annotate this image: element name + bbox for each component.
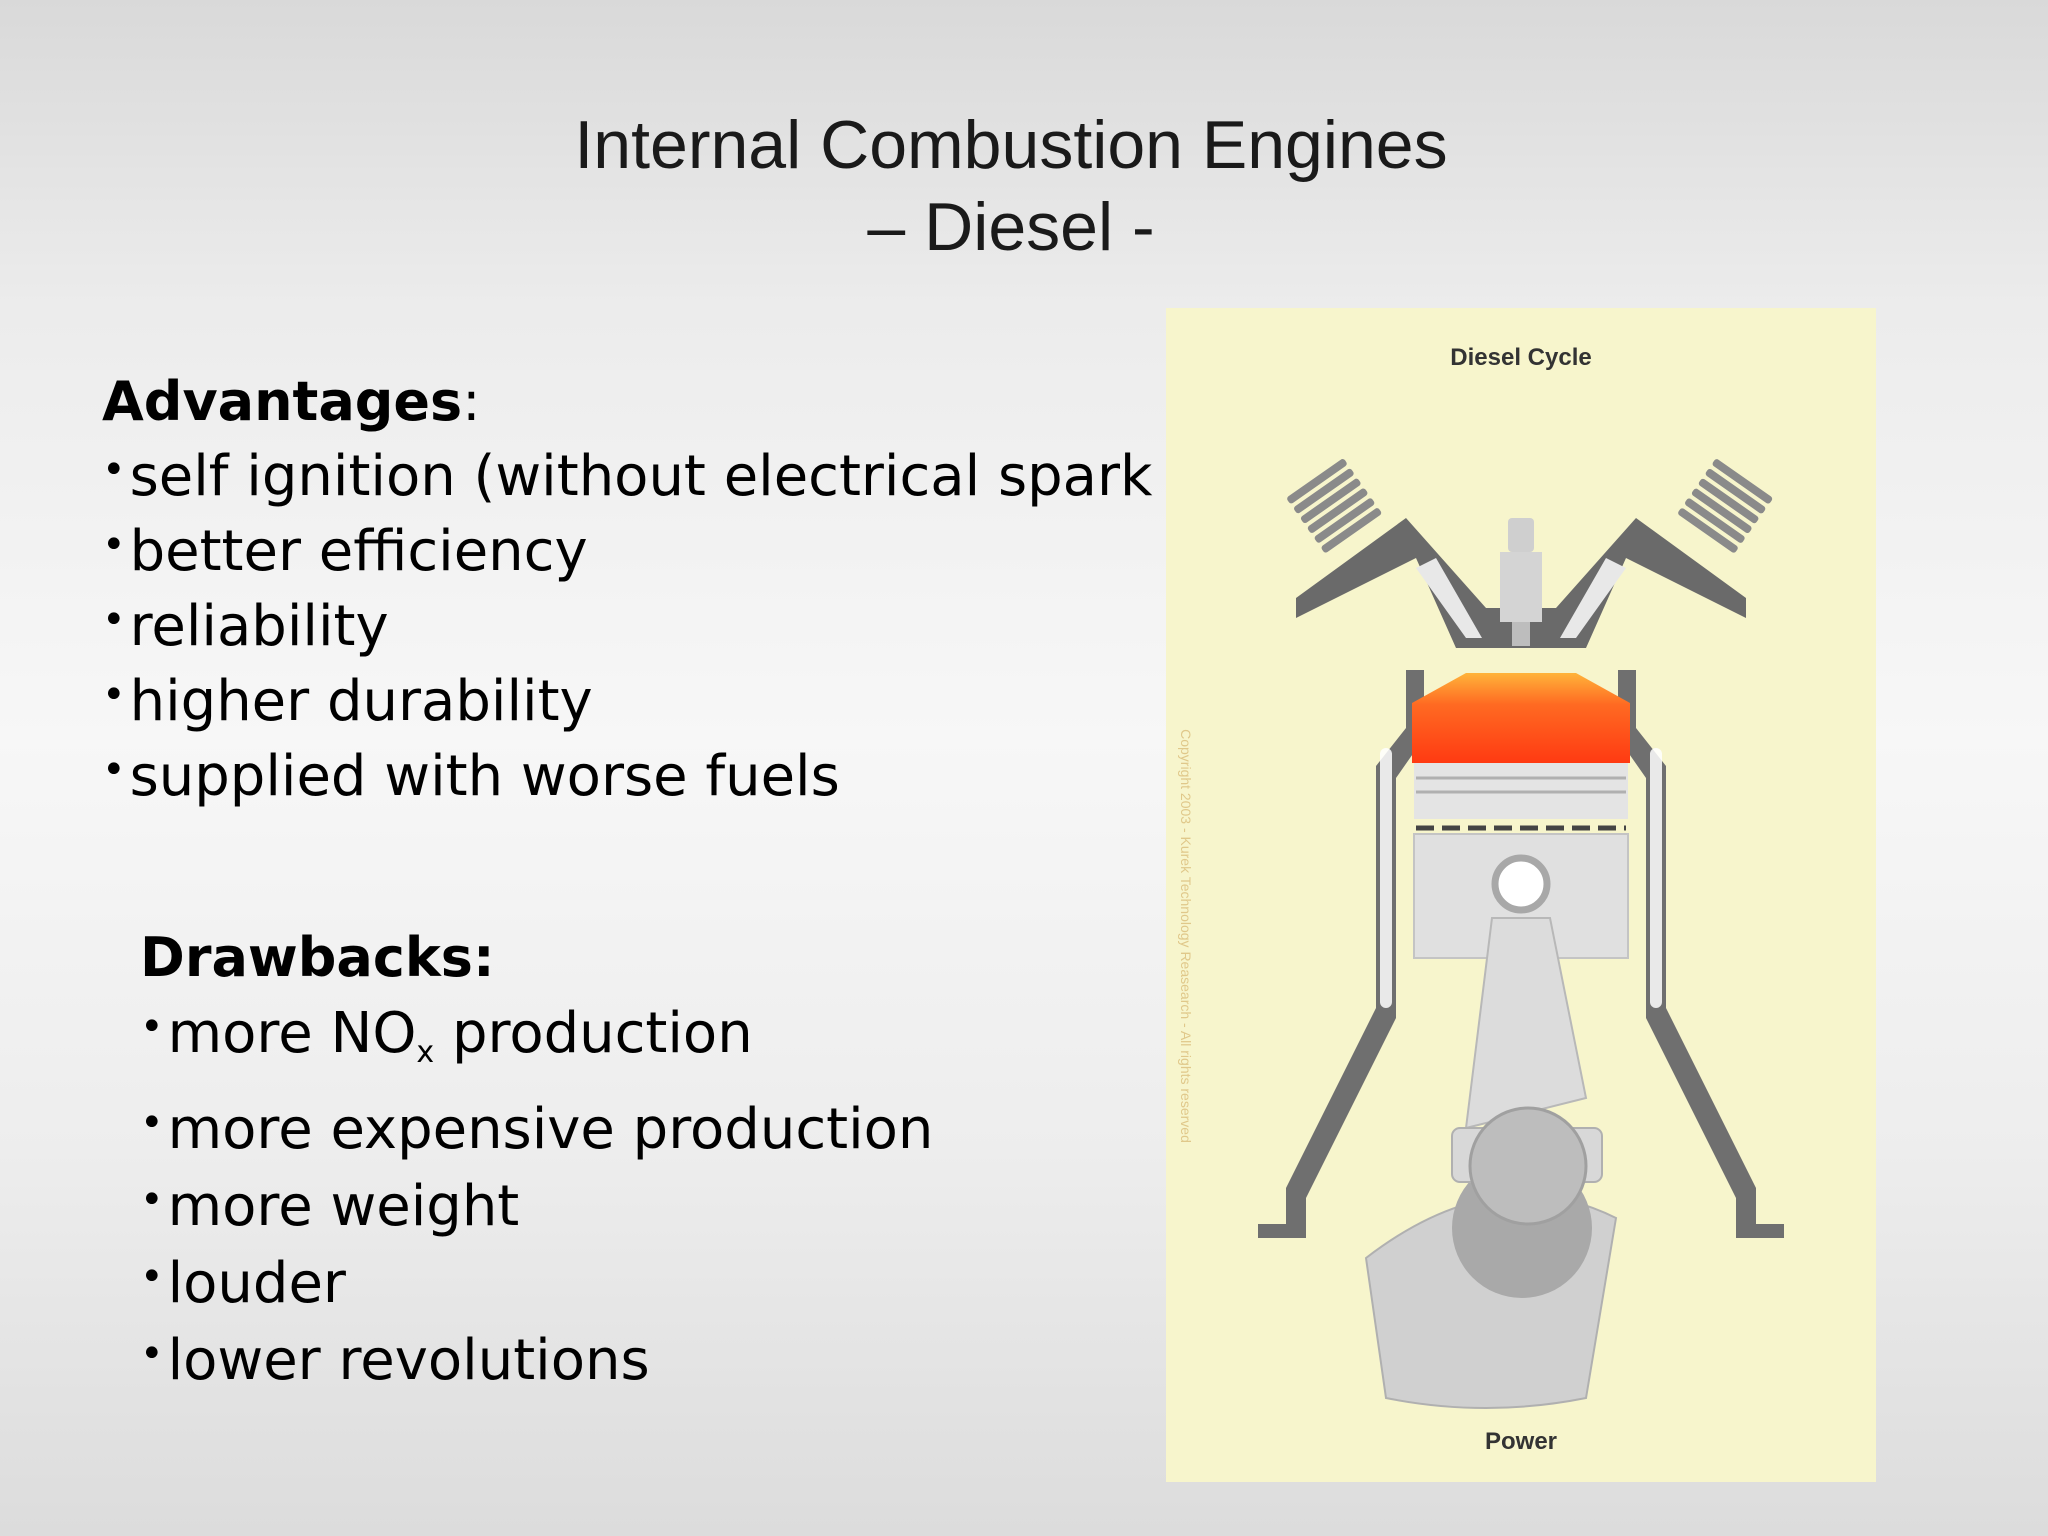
cylinder-slot-left xyxy=(1380,748,1392,1008)
cylinder-wall-right xyxy=(1618,670,1784,1238)
bullet-icon: • xyxy=(140,1254,164,1300)
bullet-icon: • xyxy=(102,672,126,718)
cylinder-head xyxy=(1296,518,1746,648)
figure-caption: Power xyxy=(1484,1428,1558,1455)
exhaust-valve-spring xyxy=(1678,459,1773,553)
advantage-item: •self ignition (without electrical spark… xyxy=(102,436,1314,511)
advantage-text: higher durability xyxy=(129,669,593,734)
combustion-flame xyxy=(1412,673,1630,763)
advantages-heading-colon: : xyxy=(462,370,481,433)
advantage-text: reliability xyxy=(129,594,389,659)
advantage-text: better efficiency xyxy=(129,519,588,584)
drawback-item: •more NOx production xyxy=(140,992,933,1088)
bullet-icon: • xyxy=(140,1177,164,1223)
advantages-section: Advantages: •self ignition (without elec… xyxy=(102,368,1314,811)
drawback-text: more weight xyxy=(167,1174,520,1239)
advantage-text: self ignition (without electrical spark … xyxy=(129,444,1315,509)
figure-title: Diesel Cycle xyxy=(1450,344,1592,371)
connecting-rod xyxy=(1464,917,1588,1130)
cylinder-slot-right xyxy=(1650,748,1662,1008)
advantages-heading-text: Advantages xyxy=(102,370,463,433)
advantage-item: •higher durability xyxy=(102,661,1314,736)
injector-body xyxy=(1500,552,1542,622)
diesel-cycle-figure: Diesel Cycle Copyright 2003 - Kurek Tech… xyxy=(1166,308,1876,1482)
injector-top xyxy=(1508,518,1534,552)
drawbacks-section: Drawbacks: •more NOx production •more ex… xyxy=(140,924,933,1396)
bullet-icon: • xyxy=(140,1004,164,1050)
bullet-icon: • xyxy=(102,522,126,568)
injector-nozzle xyxy=(1512,622,1530,646)
drawback-text: production xyxy=(434,1001,753,1066)
wrist-pin xyxy=(1491,854,1551,914)
bullet-icon: • xyxy=(102,747,126,793)
bullet-icon: • xyxy=(102,447,126,493)
drawback-text: more NO xyxy=(167,1001,417,1066)
drawback-item: •more weight xyxy=(140,1165,933,1242)
diesel-engine-illustration xyxy=(1258,459,1784,1409)
drawback-item: •lower revolutions xyxy=(140,1319,933,1396)
bullet-icon: • xyxy=(140,1100,164,1146)
crank-pin xyxy=(1468,1106,1588,1226)
drawback-item: •more expensive production xyxy=(140,1088,933,1165)
drawback-text: more expensive production xyxy=(167,1097,934,1162)
title-line-1: Internal Combustion Engines xyxy=(574,107,1448,183)
advantage-item: •better efficiency xyxy=(102,511,1314,586)
exhaust-port xyxy=(1560,558,1626,638)
drawback-item: •louder xyxy=(140,1242,933,1319)
intake-valve-spring xyxy=(1287,459,1382,553)
subscript-x: x xyxy=(416,1035,435,1070)
slide-title: Internal Combustion Engines – Diesel - xyxy=(0,104,2022,268)
title-line-2: – Diesel - xyxy=(867,189,1155,265)
drawbacks-heading: Drawbacks: xyxy=(140,926,495,989)
bullet-icon: • xyxy=(102,597,126,643)
drawback-text: lower revolutions xyxy=(167,1328,650,1393)
advantage-item: •reliability xyxy=(102,586,1314,661)
intake-port xyxy=(1416,558,1482,638)
advantage-item: •supplied with worse fuels xyxy=(102,736,1314,811)
advantages-heading: Advantages: xyxy=(102,368,1314,436)
advantage-text: supplied with worse fuels xyxy=(129,744,840,809)
cylinder-wall-left xyxy=(1258,670,1424,1238)
bullet-icon: • xyxy=(140,1331,164,1377)
drawback-text: louder xyxy=(167,1251,346,1316)
